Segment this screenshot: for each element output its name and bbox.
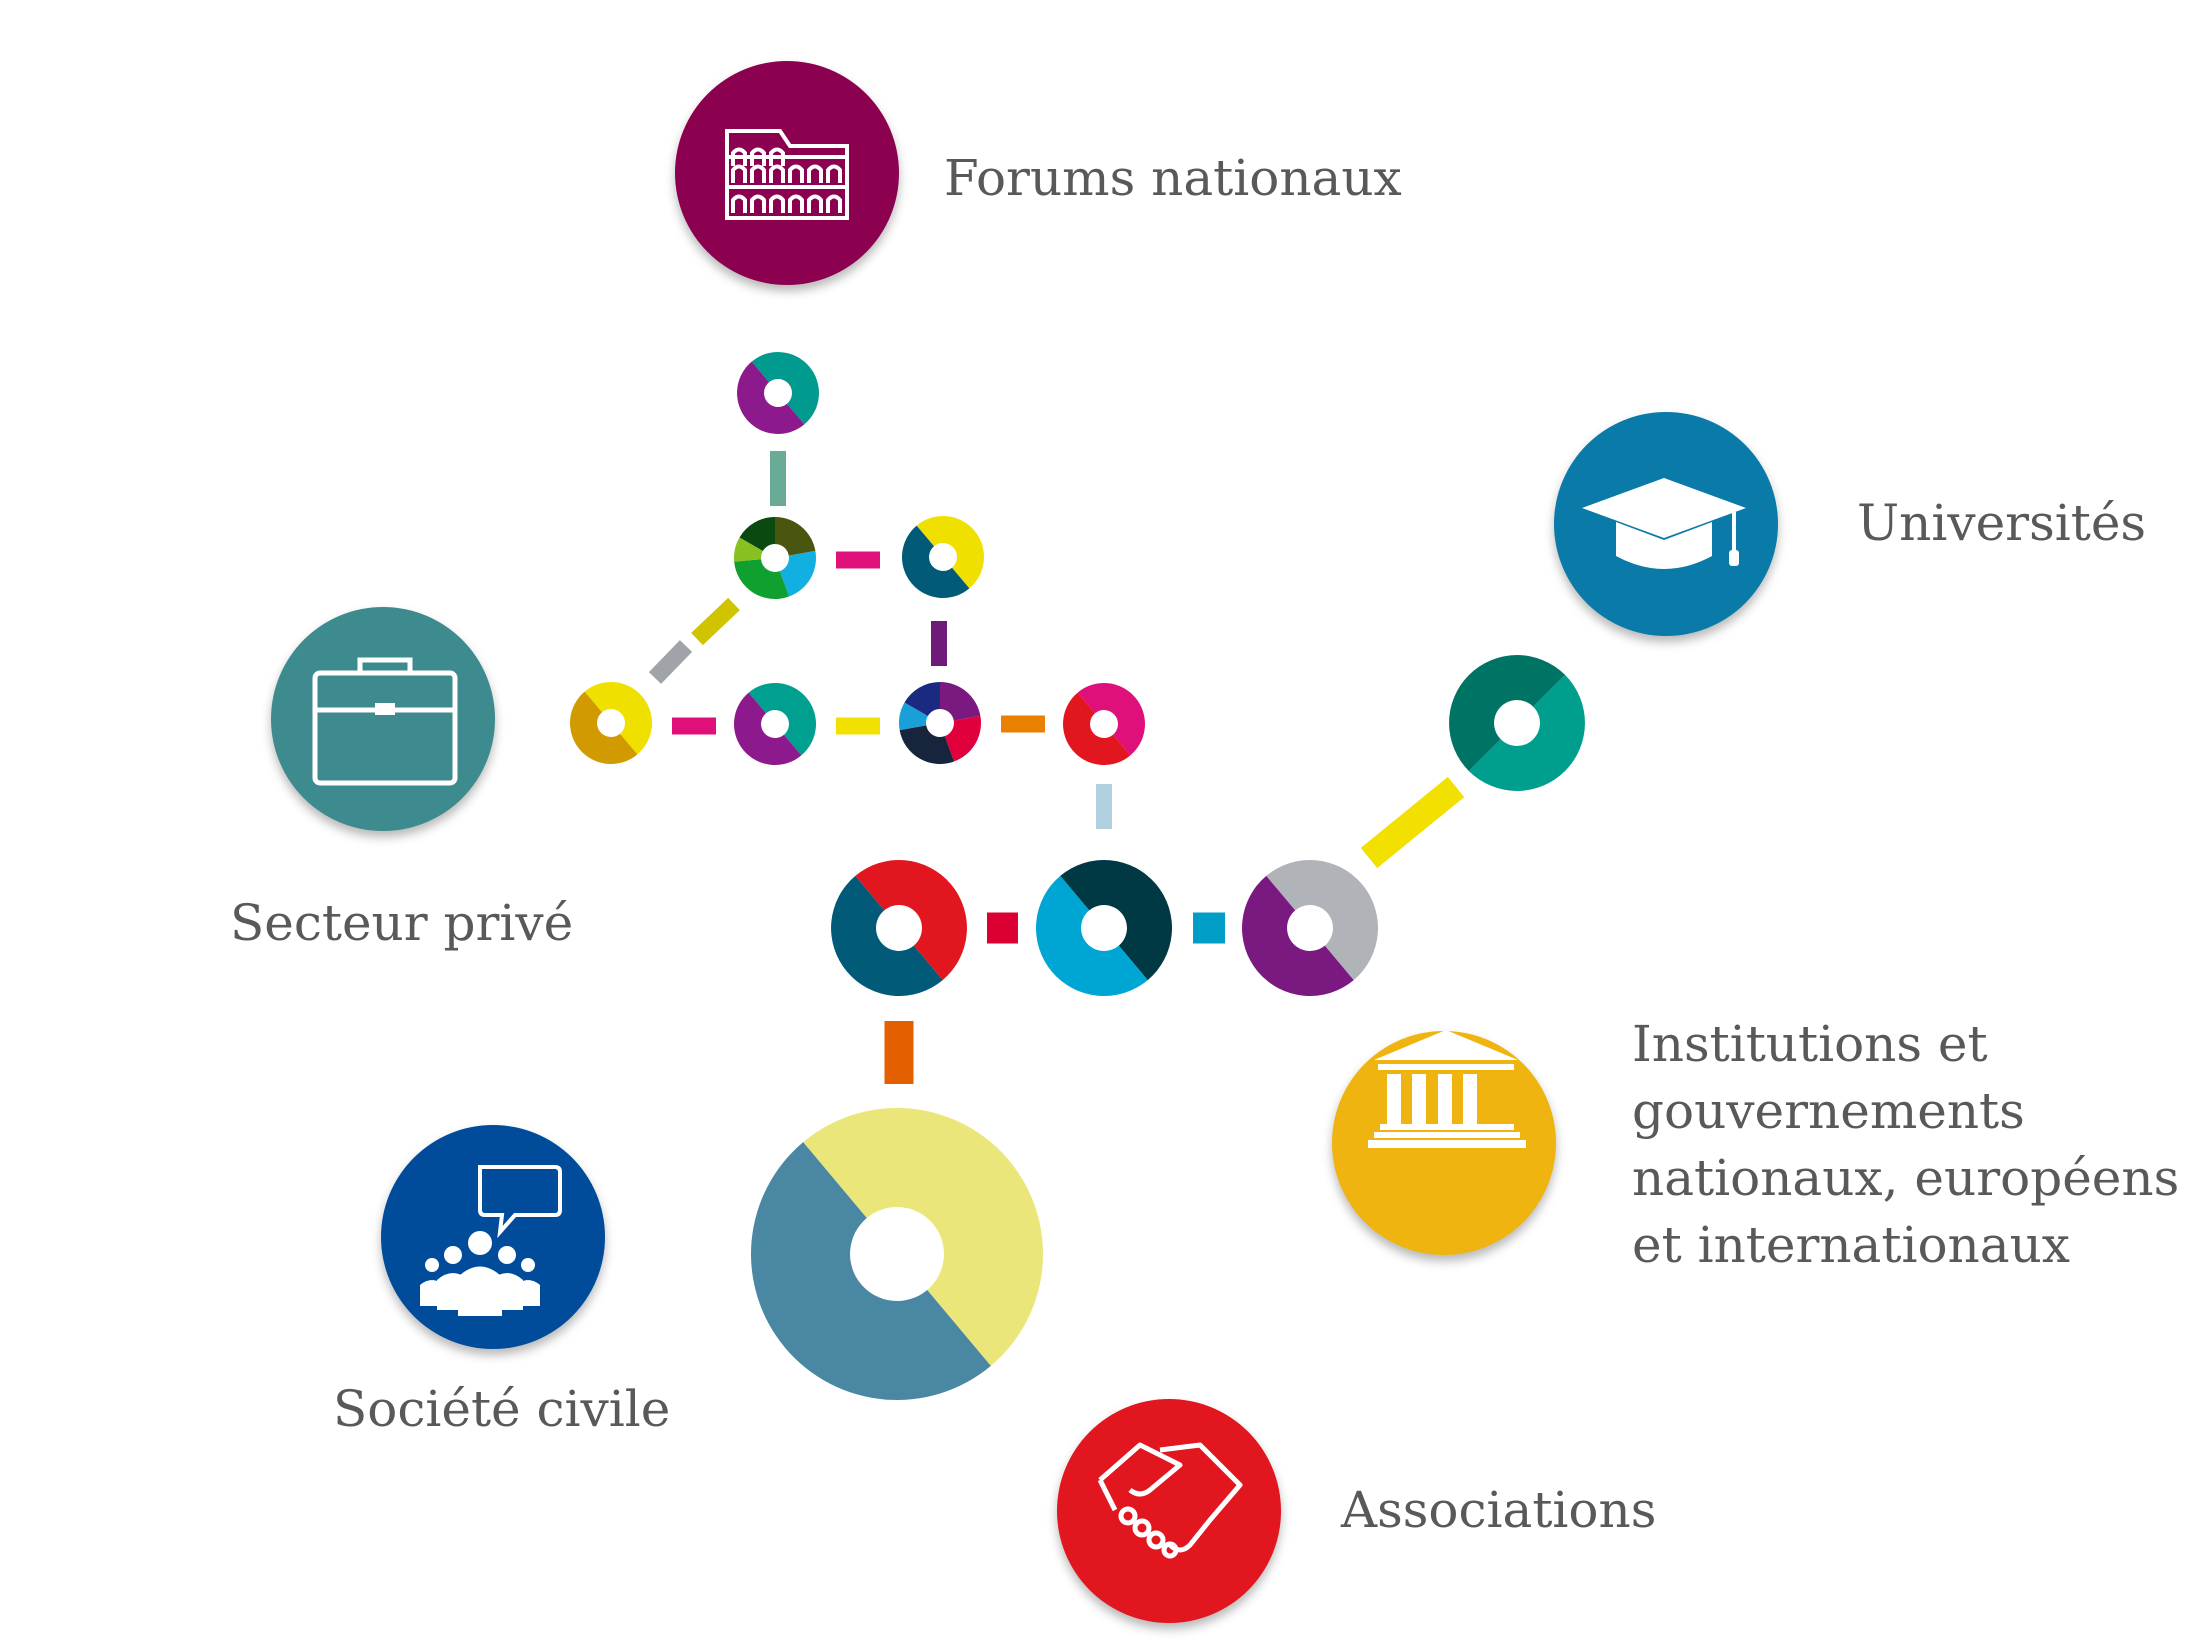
universites-label: Universités (1857, 494, 2147, 552)
secteur-node (271, 607, 495, 831)
arch (731, 164, 747, 183)
ring-segment (737, 361, 805, 434)
ring-segment (748, 682, 817, 756)
handshake-icon (1097, 1442, 1243, 1559)
arch (826, 164, 842, 183)
institutions-node (1332, 1030, 1556, 1255)
briefcase-icon (312, 657, 458, 786)
institutions-label-line: nationaux, européens (1632, 1149, 2180, 1207)
associations-label: Associations (1341, 1481, 1657, 1539)
ring-segment (940, 682, 981, 721)
institutions-label-line: gouvernements (1632, 1082, 2025, 1140)
ring-l (750, 1108, 1043, 1401)
connectors (648, 451, 1465, 1084)
ring-a (737, 352, 819, 434)
universites-node (1554, 412, 1778, 636)
ring-h (831, 860, 967, 996)
ring-segment (1241, 875, 1354, 996)
ring-segment (1060, 859, 1172, 981)
ring-i (1036, 859, 1172, 996)
ring-segment (584, 682, 652, 755)
ring-d (569, 682, 652, 765)
ring-segment (899, 725, 955, 764)
ring-segment (831, 875, 943, 996)
ring-segment (901, 525, 970, 598)
ring-segment (904, 682, 940, 716)
ring-segment (739, 517, 775, 551)
ring-e (733, 682, 817, 765)
ring-segment (734, 537, 763, 562)
secteur-label: Secteur privé (230, 894, 574, 952)
secteur-circle (271, 607, 495, 831)
arch (750, 164, 766, 183)
ring-c (901, 516, 984, 598)
societe-label: Société civile (333, 1380, 671, 1438)
arch (826, 194, 842, 213)
arch (807, 194, 823, 213)
connector-b-d-1 (691, 597, 740, 646)
connector-b-d-2 (648, 640, 693, 684)
ring-segment (779, 550, 816, 597)
arch (769, 164, 785, 183)
ring-segment (855, 860, 967, 981)
ring-j (1241, 859, 1379, 996)
arch (731, 194, 747, 213)
ring-segment (1266, 859, 1379, 981)
institutions-label-line: et internationaux (1632, 1216, 2070, 1274)
arch (788, 194, 804, 213)
arch (807, 164, 823, 183)
ring-segment (1449, 655, 1566, 772)
institutions-label-line: Institutions et (1632, 1015, 1988, 1073)
arch (788, 164, 804, 183)
ring-g (1063, 683, 1145, 765)
ring-segment (733, 692, 802, 765)
ring-b (734, 517, 816, 599)
ring-segment (1063, 692, 1131, 765)
associations-node (1057, 1399, 1281, 1623)
colosseum-icon (725, 129, 849, 220)
ring-segment (1036, 875, 1148, 996)
ring-segment (569, 691, 638, 765)
associations-circle (1057, 1399, 1281, 1623)
ring-segment (899, 702, 928, 731)
ring-k (1449, 655, 1585, 791)
ring-segment (916, 516, 984, 589)
ring-segment (775, 517, 816, 556)
ring-segment (803, 1108, 1043, 1366)
ring-segment (1468, 674, 1585, 791)
institutions-label: Institutions et gouvernements nationaux,… (1632, 1011, 2179, 1279)
arch (731, 147, 747, 166)
arch (769, 147, 785, 166)
forums-circle (675, 61, 899, 285)
ring-segment (750, 1142, 991, 1401)
forums-node (675, 61, 899, 285)
connector-j-k (1360, 776, 1465, 869)
arch (750, 147, 766, 166)
societe-node (381, 1125, 605, 1349)
arch (769, 194, 785, 213)
ring-segment (751, 352, 819, 425)
forums-label: Forums nationaux (944, 149, 1402, 207)
ring-segment (734, 559, 790, 599)
ring-f (899, 682, 981, 764)
rings (569, 352, 1585, 1401)
graduation-cap-icon (1582, 478, 1746, 569)
ring-segment (1077, 683, 1145, 756)
people-speech-bubble-icon (420, 1165, 562, 1316)
government-building-icon (1368, 1030, 1526, 1148)
ring-segment (944, 715, 981, 762)
arch (750, 194, 766, 213)
